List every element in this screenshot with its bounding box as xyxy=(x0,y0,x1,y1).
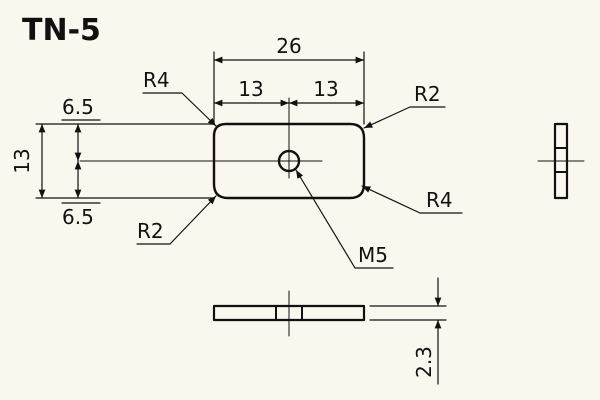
dim-label-bottom-offset: 6.5 xyxy=(62,205,94,229)
leader-r4-top-left xyxy=(142,92,217,127)
leader-m5 xyxy=(295,169,394,269)
thread-label: M5 xyxy=(358,243,388,267)
page-title: TN-5 xyxy=(22,13,101,48)
nut-outline xyxy=(212,122,366,200)
radius-label-bottom-right: R4 xyxy=(426,188,453,212)
dim-label-half-right: 13 xyxy=(313,77,338,101)
dim-label-half-left: 13 xyxy=(238,77,263,101)
leader-r4-bottom-right xyxy=(361,185,463,214)
leader-r2-top-right xyxy=(363,106,446,129)
radius-label-bottom-left: R2 xyxy=(137,219,164,243)
dim-label-overall-length: 26 xyxy=(276,34,301,58)
radius-label-top-left: R4 xyxy=(143,68,170,92)
dim-label-thickness: 2.3 xyxy=(412,346,436,378)
leader-r2-bottom-left xyxy=(136,195,217,245)
dim-label-top-offset: 6.5 xyxy=(62,95,94,119)
dim-label-height: 13 xyxy=(10,148,34,173)
radius-label-top-right: R2 xyxy=(414,82,441,106)
